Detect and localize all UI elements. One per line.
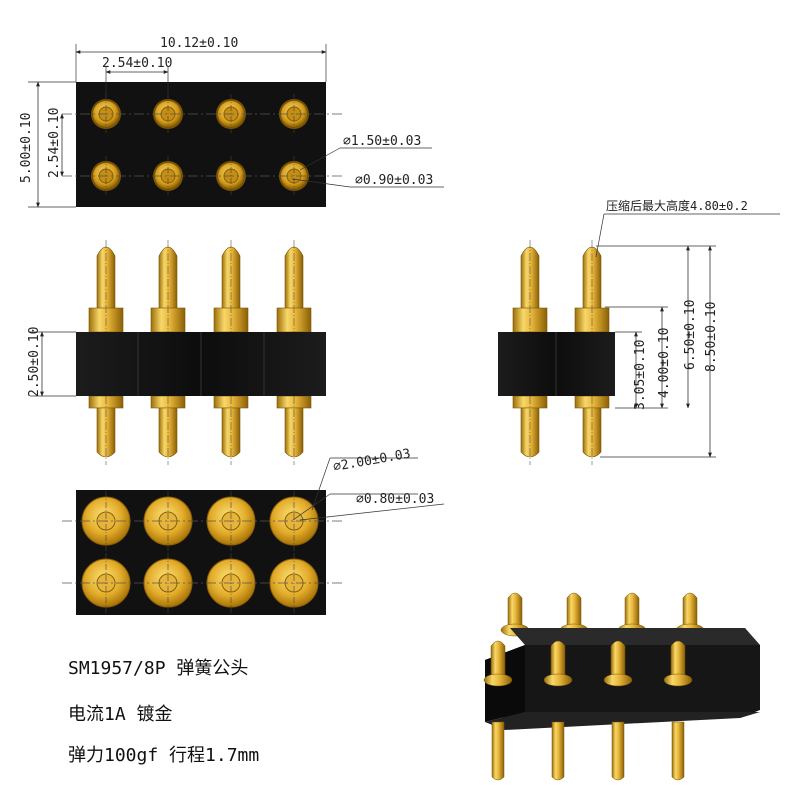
side-view-pins <box>512 240 610 465</box>
top-pin-icon <box>153 94 183 134</box>
side-view: 3.05±0.10 4.00±0.10 6.50±0.10 8.50±0.10 … <box>498 198 780 465</box>
pogo-pin-icon <box>483 640 513 781</box>
dim-pin-dia: ∅0.90±0.03 <box>355 173 433 188</box>
dim-3-05: 3.05±0.10 <box>633 340 648 410</box>
product-spec-current: 电流1A 镀金 <box>68 704 173 725</box>
pogo-pin-icon <box>88 240 124 465</box>
dim-pitch-y: 2.54±0.10 <box>47 108 62 178</box>
dim-hole-dia: ∅1.50±0.03 <box>343 134 421 149</box>
bottom-view: ∅2.00±0.03 ∅0.80±0.03 <box>62 447 445 615</box>
dim-body-height: 2.50±0.10 <box>27 327 42 397</box>
pogo-pin-icon <box>512 240 548 465</box>
dim-pad-dia: ∅2.00±0.03 <box>332 447 412 475</box>
dim-overall-width: 10.12±0.10 <box>160 36 238 51</box>
pogo-pin-icon <box>543 640 573 781</box>
gold-pad-icon <box>269 553 319 613</box>
dim-4-00: 4.00±0.10 <box>657 328 672 398</box>
front-view-pins <box>88 240 312 465</box>
product-spec-force: 弹力100gf 行程1.7mm <box>68 745 260 766</box>
pogo-pin-icon <box>574 240 610 465</box>
dim-8-50: 8.50±0.10 <box>704 302 719 372</box>
front-view: 2.50±0.10 <box>27 240 326 465</box>
dim-bottom-pin-dia: ∅0.80±0.03 <box>356 492 434 507</box>
top-pin-icon <box>279 94 309 134</box>
pogo-pin-icon <box>603 640 633 781</box>
dim-6-50: 6.50±0.10 <box>683 300 698 370</box>
pogo-pin-icon <box>213 240 249 465</box>
product-title: SM1957/8P 弹簧公头 <box>68 658 249 679</box>
compressed-height-note: 压缩后最大高度4.80±0.2 <box>606 198 748 213</box>
top-view: 10.12±0.10 2.54±0.10 5.00±0.10 2.54±0.10… <box>19 36 444 208</box>
connector-3d-render <box>483 592 760 781</box>
pogo-pin-icon <box>663 640 693 781</box>
dim-pitch-x: 2.54±0.10 <box>102 56 172 71</box>
top-pin-icon <box>153 156 183 196</box>
dim-overall-height: 5.00±0.10 <box>19 113 34 183</box>
pogo-pin-icon <box>150 240 186 465</box>
